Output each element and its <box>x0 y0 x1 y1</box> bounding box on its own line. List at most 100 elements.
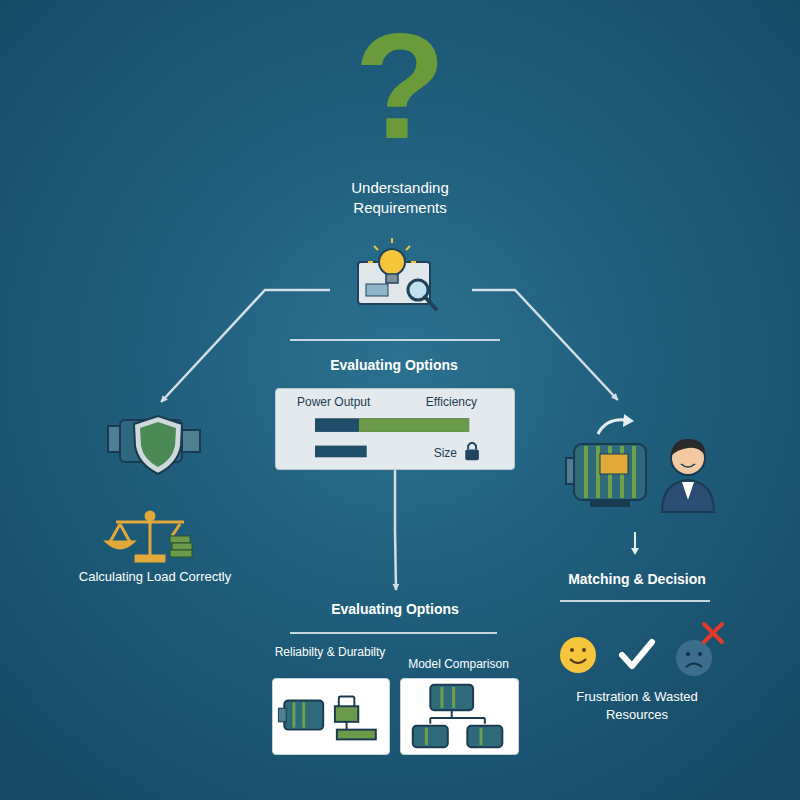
motor-icon-part <box>600 454 628 474</box>
motor-icon-part-part <box>584 446 588 498</box>
scales-icon-part <box>120 524 130 542</box>
protected-motor-icon-part <box>182 430 200 452</box>
flow-step: Understanding Requirements <box>330 178 472 315</box>
person-icon-part <box>662 480 714 512</box>
divider-lines-part <box>290 632 497 634</box>
motor-thumbnail-part <box>278 708 286 722</box>
panel-label: Size <box>407 445 457 461</box>
motor-thumbnail-part <box>430 685 473 710</box>
sad-face-part <box>676 640 712 676</box>
node-heading: Model Comparison <box>400 656 517 672</box>
happy-face-part <box>560 637 596 673</box>
idea-icon-part-part <box>368 261 373 263</box>
motor-thumbnail-part <box>284 700 323 729</box>
motor-thumbnail-part <box>479 728 482 746</box>
node-heading: Calculating Load Correctly <box>78 568 232 586</box>
motor-icon-part-part <box>596 446 600 498</box>
motor-thumbnail-part <box>337 730 376 740</box>
sad-face-part <box>704 624 722 642</box>
protected-motor-icon-part <box>140 422 176 467</box>
option-card: Model Comparison <box>400 644 519 755</box>
idea-icon-part <box>366 284 388 296</box>
flow-step: Matching & Decision <box>553 400 723 592</box>
divider-lines-part <box>290 339 500 341</box>
scales-icon-part <box>107 542 133 548</box>
sad-face-part-part <box>704 624 722 642</box>
happy-face-part <box>582 648 586 652</box>
scales-icon-part <box>146 512 154 520</box>
node-heading: Understanding Requirements <box>330 178 470 219</box>
node-heading: Evaluating Options <box>275 356 513 375</box>
motor-thumbnail-part <box>452 687 455 708</box>
image-card <box>272 678 390 755</box>
idea-icon-part-part <box>406 246 410 250</box>
flow-step: Evaluating OptionsReliabilty & Durabilty… <box>265 590 527 758</box>
image-card <box>400 678 519 755</box>
idea-icon-part-part <box>411 261 416 263</box>
bar-chart-part <box>315 418 469 432</box>
bar-chart-part <box>468 443 476 450</box>
person-icon-part <box>682 482 694 500</box>
protected-motor-icon-part <box>134 416 182 474</box>
weight-blocks-part <box>170 536 190 543</box>
outcome-label: Frustration & Wasted Resources <box>572 688 702 723</box>
node-heading: Matching & Decision <box>553 570 721 589</box>
motor-thumbnail-part <box>430 710 485 724</box>
motor-thumbnail-part <box>413 726 448 747</box>
happy-face <box>560 637 596 673</box>
sad-face-part <box>686 652 690 656</box>
divider-lines <box>290 340 710 633</box>
idea-icon-part <box>386 274 398 283</box>
weight-blocks-part <box>170 550 192 557</box>
motor-thumbnail <box>401 679 518 754</box>
idea-icon-part <box>379 249 405 275</box>
motor-thumbnail <box>273 679 389 754</box>
node-heading: Reliabilty & Durabilty <box>272 644 388 660</box>
sad-face-part <box>686 664 702 668</box>
question-mark: ? <box>330 4 470 169</box>
small-arrow <box>631 532 639 555</box>
bar-chart-part <box>315 446 367 458</box>
motor-thumbnail-part <box>441 687 444 708</box>
idea-icon-part-part <box>391 238 393 243</box>
motor-icon-part-part <box>632 446 636 498</box>
scales-icon-part <box>172 524 180 536</box>
motor-thumbnail-part <box>467 726 502 747</box>
idea-icon <box>358 238 436 309</box>
small-arrow-part <box>634 532 636 548</box>
sad-face <box>676 624 722 676</box>
flow-step: Calculating Load Correctly <box>78 402 234 605</box>
idea-icon-part <box>425 297 436 309</box>
happy-face-part <box>570 659 586 663</box>
option-panel: Evaluating OptionsPower Output Efficiency… <box>275 352 515 470</box>
flow-arrow <box>472 290 618 400</box>
motor-icon-part <box>586 446 634 498</box>
bar-chart-part <box>465 449 479 460</box>
option-card: Reliabilty & Durabilty <box>272 644 390 755</box>
motor-thumbnail-part <box>425 728 428 746</box>
person-icon-part <box>681 464 695 467</box>
motor-thumbnail-part <box>293 702 296 727</box>
person-icon-part <box>671 439 705 456</box>
check-mark <box>622 642 652 666</box>
motor-icon-part <box>590 500 630 507</box>
flow-arrow <box>395 470 396 590</box>
motor-icon-part <box>623 414 634 427</box>
weight-blocks <box>170 536 192 557</box>
protected-motor-icon <box>108 416 200 474</box>
weight-blocks-part <box>172 543 192 550</box>
motor-thumbnail-part <box>335 706 358 722</box>
panel-label: Power Output <box>297 394 397 410</box>
happy-face-part <box>570 648 574 652</box>
sad-face-part <box>698 652 702 656</box>
person-icon <box>662 439 714 512</box>
flow-arrow <box>161 290 330 402</box>
small-arrow-part <box>631 548 639 555</box>
motor-icon-part <box>598 420 626 434</box>
idea-icon-part-part <box>374 246 378 250</box>
panel-label: Efficiency <box>405 394 477 410</box>
node-heading: Evaluating Options <box>265 600 525 619</box>
motor-thumbnail-part <box>302 702 305 727</box>
divider-lines-part <box>560 600 710 602</box>
